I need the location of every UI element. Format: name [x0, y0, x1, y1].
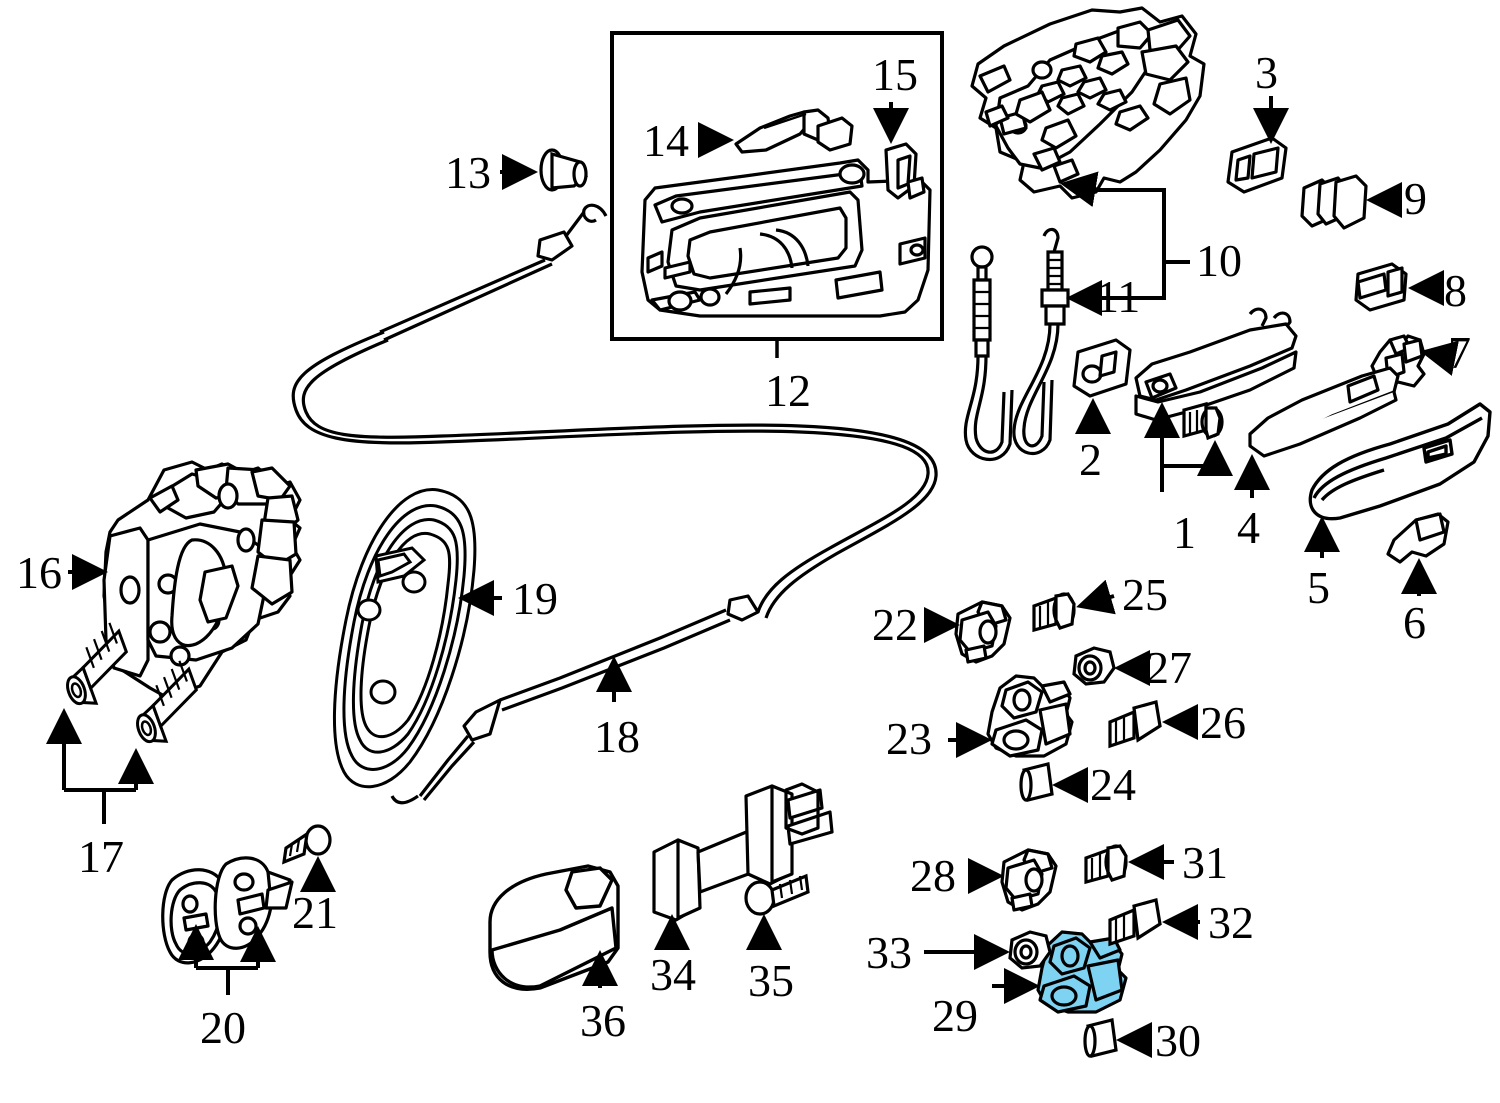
- callout-number-29: 29: [932, 990, 978, 1041]
- part-20-covers: [161, 856, 294, 965]
- part-19-gasket: [332, 488, 477, 789]
- part-30-pin: [1083, 1018, 1118, 1058]
- callout-number-33: 33: [866, 927, 912, 978]
- callout-number-18: 18: [594, 711, 640, 762]
- callout-number-8: 8: [1444, 265, 1467, 316]
- callout-number-4: 4: [1237, 502, 1260, 553]
- leader-lines: [46, 96, 1459, 1058]
- callout-number-25: 25: [1122, 569, 1168, 620]
- part-31-screw: [1084, 844, 1128, 885]
- callout-number-15: 15: [872, 49, 918, 100]
- callout-number-6: 6: [1403, 597, 1426, 648]
- part-16-door-latch: [102, 460, 302, 700]
- part-23-bracket: [986, 674, 1074, 758]
- callout-number-35: 35: [748, 955, 794, 1006]
- part-27-nut: [1072, 646, 1116, 686]
- part-2-handle-cap: [1072, 338, 1132, 398]
- part-21-screw: [282, 824, 332, 865]
- part-25-bolt: [1032, 592, 1076, 633]
- part-8-bushing: [1354, 262, 1408, 312]
- part-13-grommet: [539, 148, 588, 192]
- callout-number-36: 36: [580, 995, 626, 1046]
- callout-number-26: 26: [1200, 697, 1246, 748]
- callout-number-3: 3: [1255, 47, 1278, 98]
- callout-number-10: 10: [1196, 235, 1242, 286]
- part-4-trim-strip: [1248, 366, 1400, 458]
- callout-number-14: 14: [643, 115, 689, 166]
- callout-number-2: 2: [1079, 434, 1102, 485]
- callout-number-22: 22: [872, 599, 918, 650]
- callout-number-16: 16: [16, 547, 62, 598]
- callout-number-19: 19: [512, 573, 558, 624]
- callout-number-27: 27: [1146, 642, 1192, 693]
- part-34-check-strap: [652, 782, 834, 922]
- part-33-nut: [1008, 930, 1052, 970]
- callout-number-24: 24: [1090, 759, 1136, 810]
- callout-number-7: 7: [1448, 327, 1471, 378]
- callout-number-20: 20: [200, 1002, 246, 1053]
- part-12-cable: [291, 203, 938, 805]
- part-1-handle-base: [1134, 307, 1298, 422]
- part-14-lever: [734, 108, 854, 154]
- part-29-highlighted-hinge: [1036, 930, 1128, 1014]
- part-22-bracket: [954, 600, 1012, 664]
- part-6-end-cap: [1386, 512, 1450, 564]
- part-24-bushing: [1019, 762, 1054, 802]
- callout-number-13: 13: [445, 147, 491, 198]
- callout-number-31: 31: [1182, 837, 1228, 888]
- part-3-lock-cover: [1226, 136, 1288, 194]
- part-1-bolt: [1182, 401, 1224, 441]
- part-26-bolt: [1108, 699, 1162, 749]
- callout-number-17: 17: [78, 831, 124, 882]
- part-10-handle-carrier: [970, 6, 1206, 200]
- part-32-bolt: [1108, 897, 1162, 947]
- part-11-cables: [963, 227, 1070, 462]
- part-5-outside-handle: [1308, 402, 1492, 521]
- inside-handle-bezel: [640, 158, 932, 318]
- callout-number-32: 32: [1208, 897, 1254, 948]
- callout-number-5: 5: [1307, 562, 1330, 613]
- callout-number-34: 34: [650, 949, 696, 1000]
- part-28-bracket: [1000, 848, 1058, 912]
- part-9-spacer: [1300, 174, 1368, 230]
- callout-number-30: 30: [1155, 1015, 1201, 1066]
- callout-number-11: 11: [1096, 271, 1141, 322]
- callout-number-1: 1: [1173, 507, 1196, 558]
- part-15-clip: [884, 142, 926, 200]
- callout-number-9: 9: [1404, 173, 1427, 224]
- callout-number-12: 12: [765, 365, 811, 416]
- callout-number-21: 21: [292, 887, 338, 938]
- callout-number-23: 23: [886, 713, 932, 764]
- callout-number-28: 28: [910, 850, 956, 901]
